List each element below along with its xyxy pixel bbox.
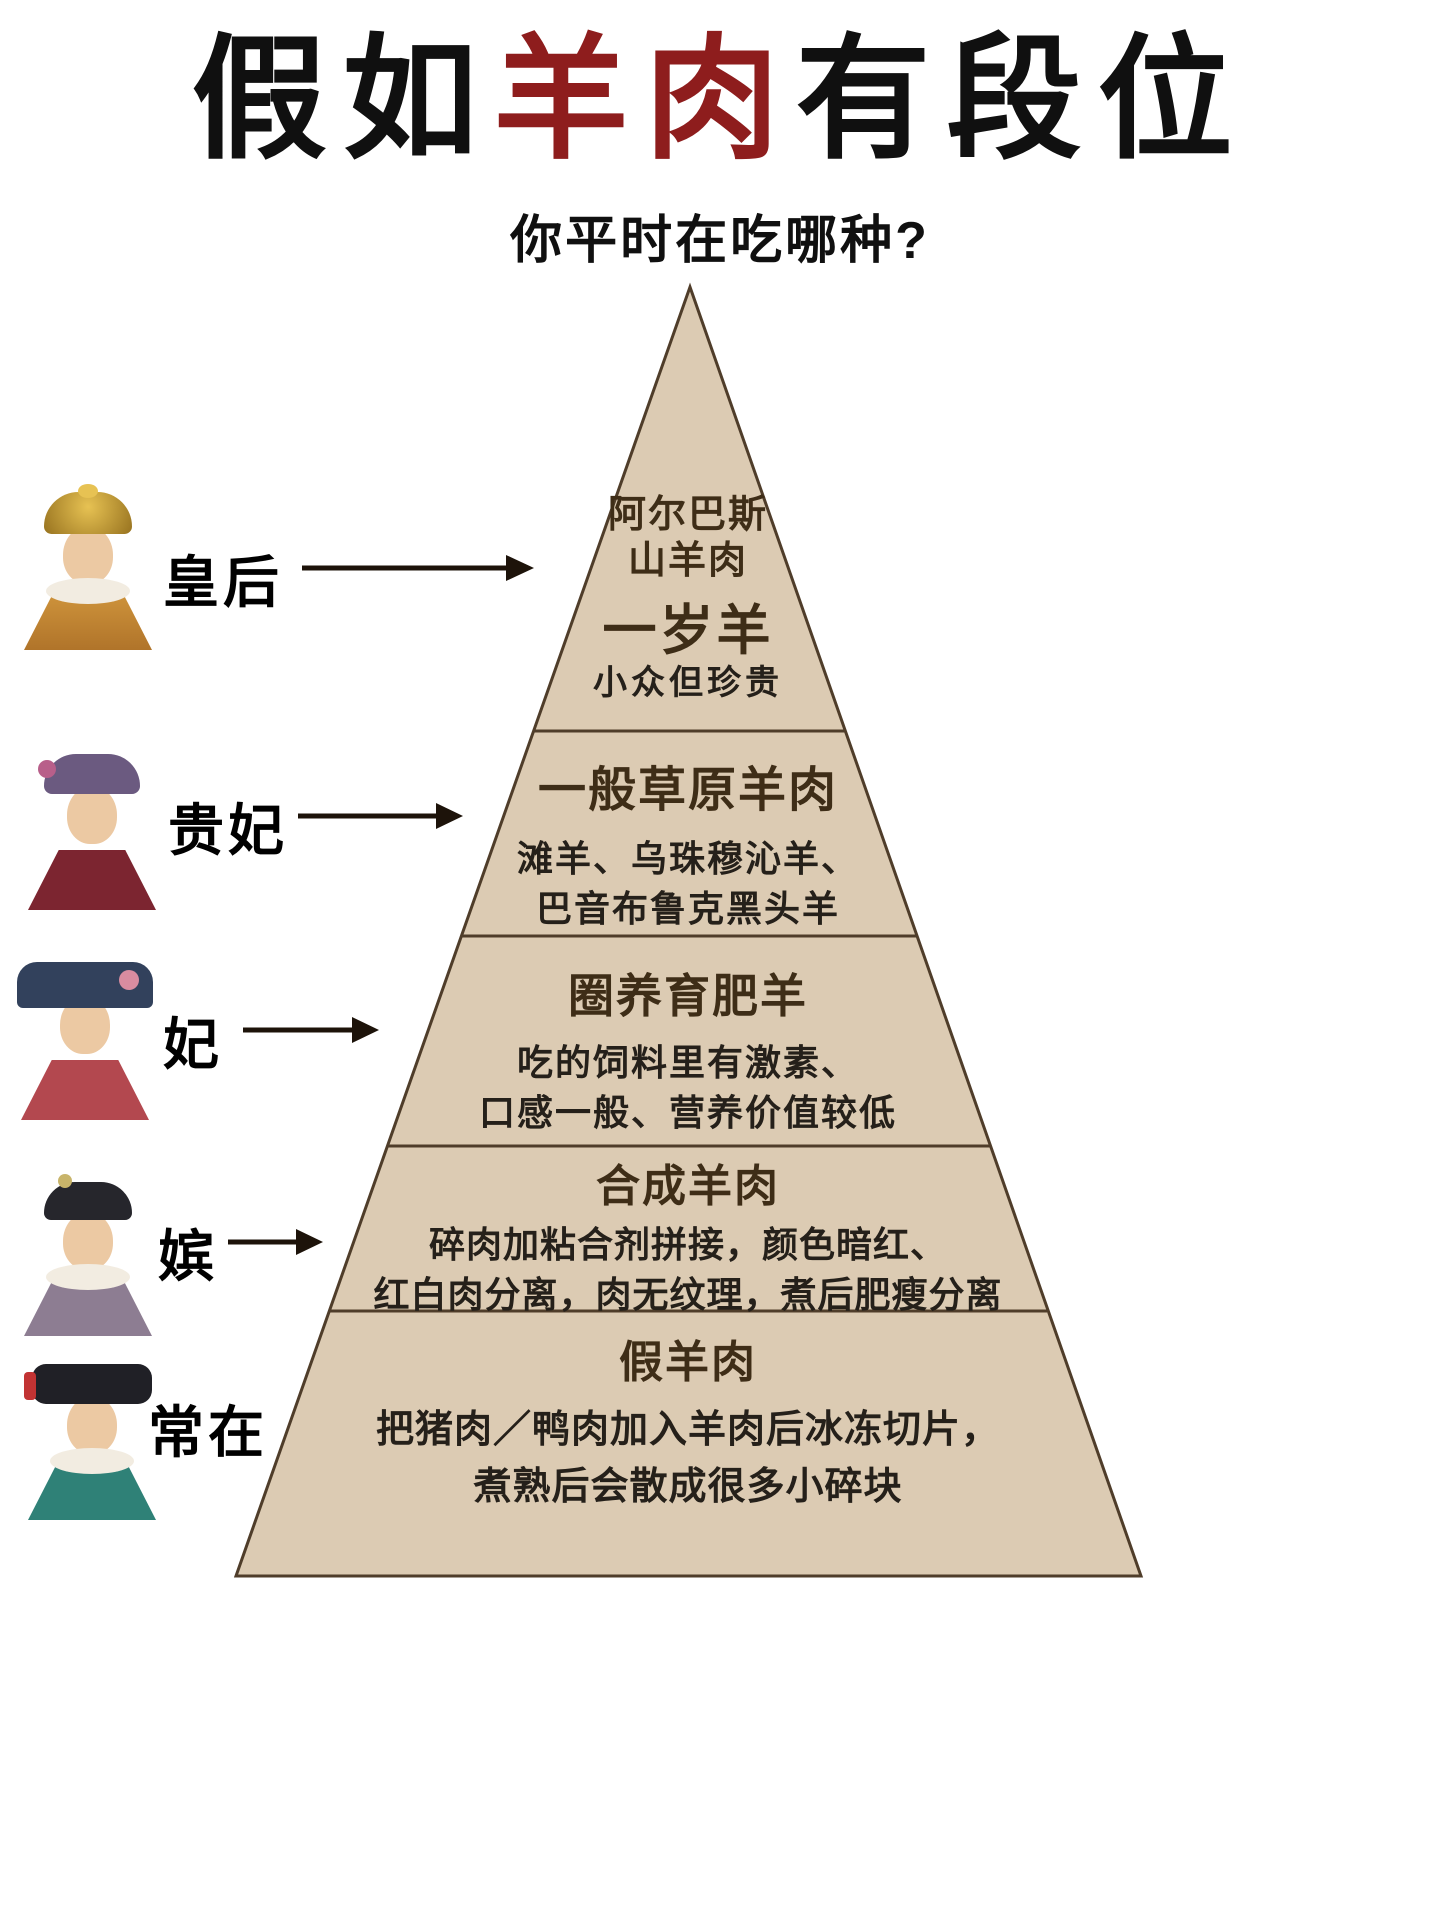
tier5-title: 假羊肉: [619, 1338, 757, 1387]
title-part2: 有段位: [795, 27, 1249, 176]
tier3-desc-line2: 口感一般、营养价值较低: [478, 1093, 897, 1134]
concubine-photo: [18, 1174, 158, 1336]
tier1-description: 小众但珍贵: [593, 665, 783, 702]
tier2-description: 滩羊、乌珠穆沁羊、 巴音布鲁克黑头羊: [408, 834, 968, 935]
noble-consort-photo: [22, 752, 162, 910]
noble-consort-face-icon: [67, 786, 117, 844]
tier5-desc-line1: 把猪肉／鸭肉加入羊肉后冰冻切片，: [375, 1409, 1000, 1451]
consort-flower-icon: [119, 970, 139, 990]
rank-label-empress: 皇后: [163, 551, 283, 614]
concubine-face-icon: [63, 1212, 113, 1270]
tier4-desc-line1: 碎肉加粘合剂拼接，颜色暗红、: [428, 1225, 947, 1265]
rank-label-attendant: 常在: [148, 1401, 268, 1464]
tier2-desc-line1: 滩羊、乌珠穆沁羊、: [516, 839, 859, 879]
page-subtitle: 你平时在吃哪种?: [510, 212, 930, 270]
attendant-face-icon: [67, 1396, 117, 1454]
empress-photo: [18, 484, 158, 650]
tier2-title: 一般草原羊肉: [537, 764, 838, 817]
empress-face-icon: [63, 526, 113, 584]
empress-fur-collar-icon: [46, 578, 130, 604]
consort-photo: [15, 962, 155, 1120]
tier1-big-label: 一岁羊: [602, 601, 774, 661]
tier1-title: 阿尔巴斯 山羊肉: [488, 492, 888, 585]
empress-headdress-icon: [44, 492, 132, 534]
noble-consort-robe-icon: [28, 850, 156, 910]
concubine-headdress-icon: [44, 1182, 132, 1220]
tier4-description: 碎肉加粘合剂拼接，颜色暗红、 红白肉分离，肉无纹理，煮后肥瘦分离: [298, 1220, 1078, 1321]
noble-consort-headdress-icon: [44, 754, 140, 794]
rank-arrow-concubine-head: [296, 1229, 323, 1255]
consort-robe-icon: [21, 1060, 149, 1120]
tier5-description: 把猪肉／鸭肉加入羊肉后冰冻切片， 煮熟后会散成很多小碎块: [258, 1402, 1118, 1516]
pyramid-shape: [233, 282, 1144, 1578]
attendant-photo: [22, 1362, 162, 1520]
rank-arrow-noble-consort-head: [436, 803, 463, 829]
tier5-desc-line2: 煮熟后会散成很多小碎块: [473, 1466, 903, 1508]
tier1-title-line1: 阿尔巴斯: [607, 494, 768, 536]
page-title: 假如羊肉有段位: [0, 27, 1440, 177]
rank-arrow-empress-head: [506, 555, 534, 581]
concubine-fur-collar-icon: [46, 1264, 130, 1290]
noble-consort-flower-icon: [38, 760, 56, 778]
empress-headdress-jewel-icon: [78, 484, 98, 498]
attendant-collar-icon: [50, 1448, 134, 1474]
tier4-title: 合成羊肉: [596, 1162, 780, 1211]
rank-label-noble-consort: 贵妃: [168, 799, 288, 862]
tier3-description: 吃的饲料里有激素、 口感一般、营养价值较低: [348, 1038, 1028, 1139]
rank-arrow-consort-head: [352, 1017, 379, 1043]
tier1-title-line2: 山羊肉: [627, 540, 748, 583]
title-highlight: 羊肉: [493, 27, 796, 176]
tier2-desc-line2: 巴音布鲁克黑头羊: [535, 889, 840, 930]
attendant-headdress-icon: [32, 1364, 152, 1404]
title-part1: 假如: [191, 27, 494, 176]
tier3-title: 圈养育肥羊: [568, 970, 808, 1022]
rank-label-concubine: 嫔: [158, 1225, 218, 1288]
rank-label-consort: 妃: [163, 1013, 223, 1076]
tier3-desc-line1: 吃的饲料里有激素、: [516, 1043, 859, 1083]
attendant-tassel-icon: [24, 1372, 36, 1400]
concubine-ornament-icon: [58, 1174, 72, 1188]
tier4-desc-line2: 红白肉分离，肉无纹理，煮后肥瘦分离: [373, 1275, 1003, 1316]
